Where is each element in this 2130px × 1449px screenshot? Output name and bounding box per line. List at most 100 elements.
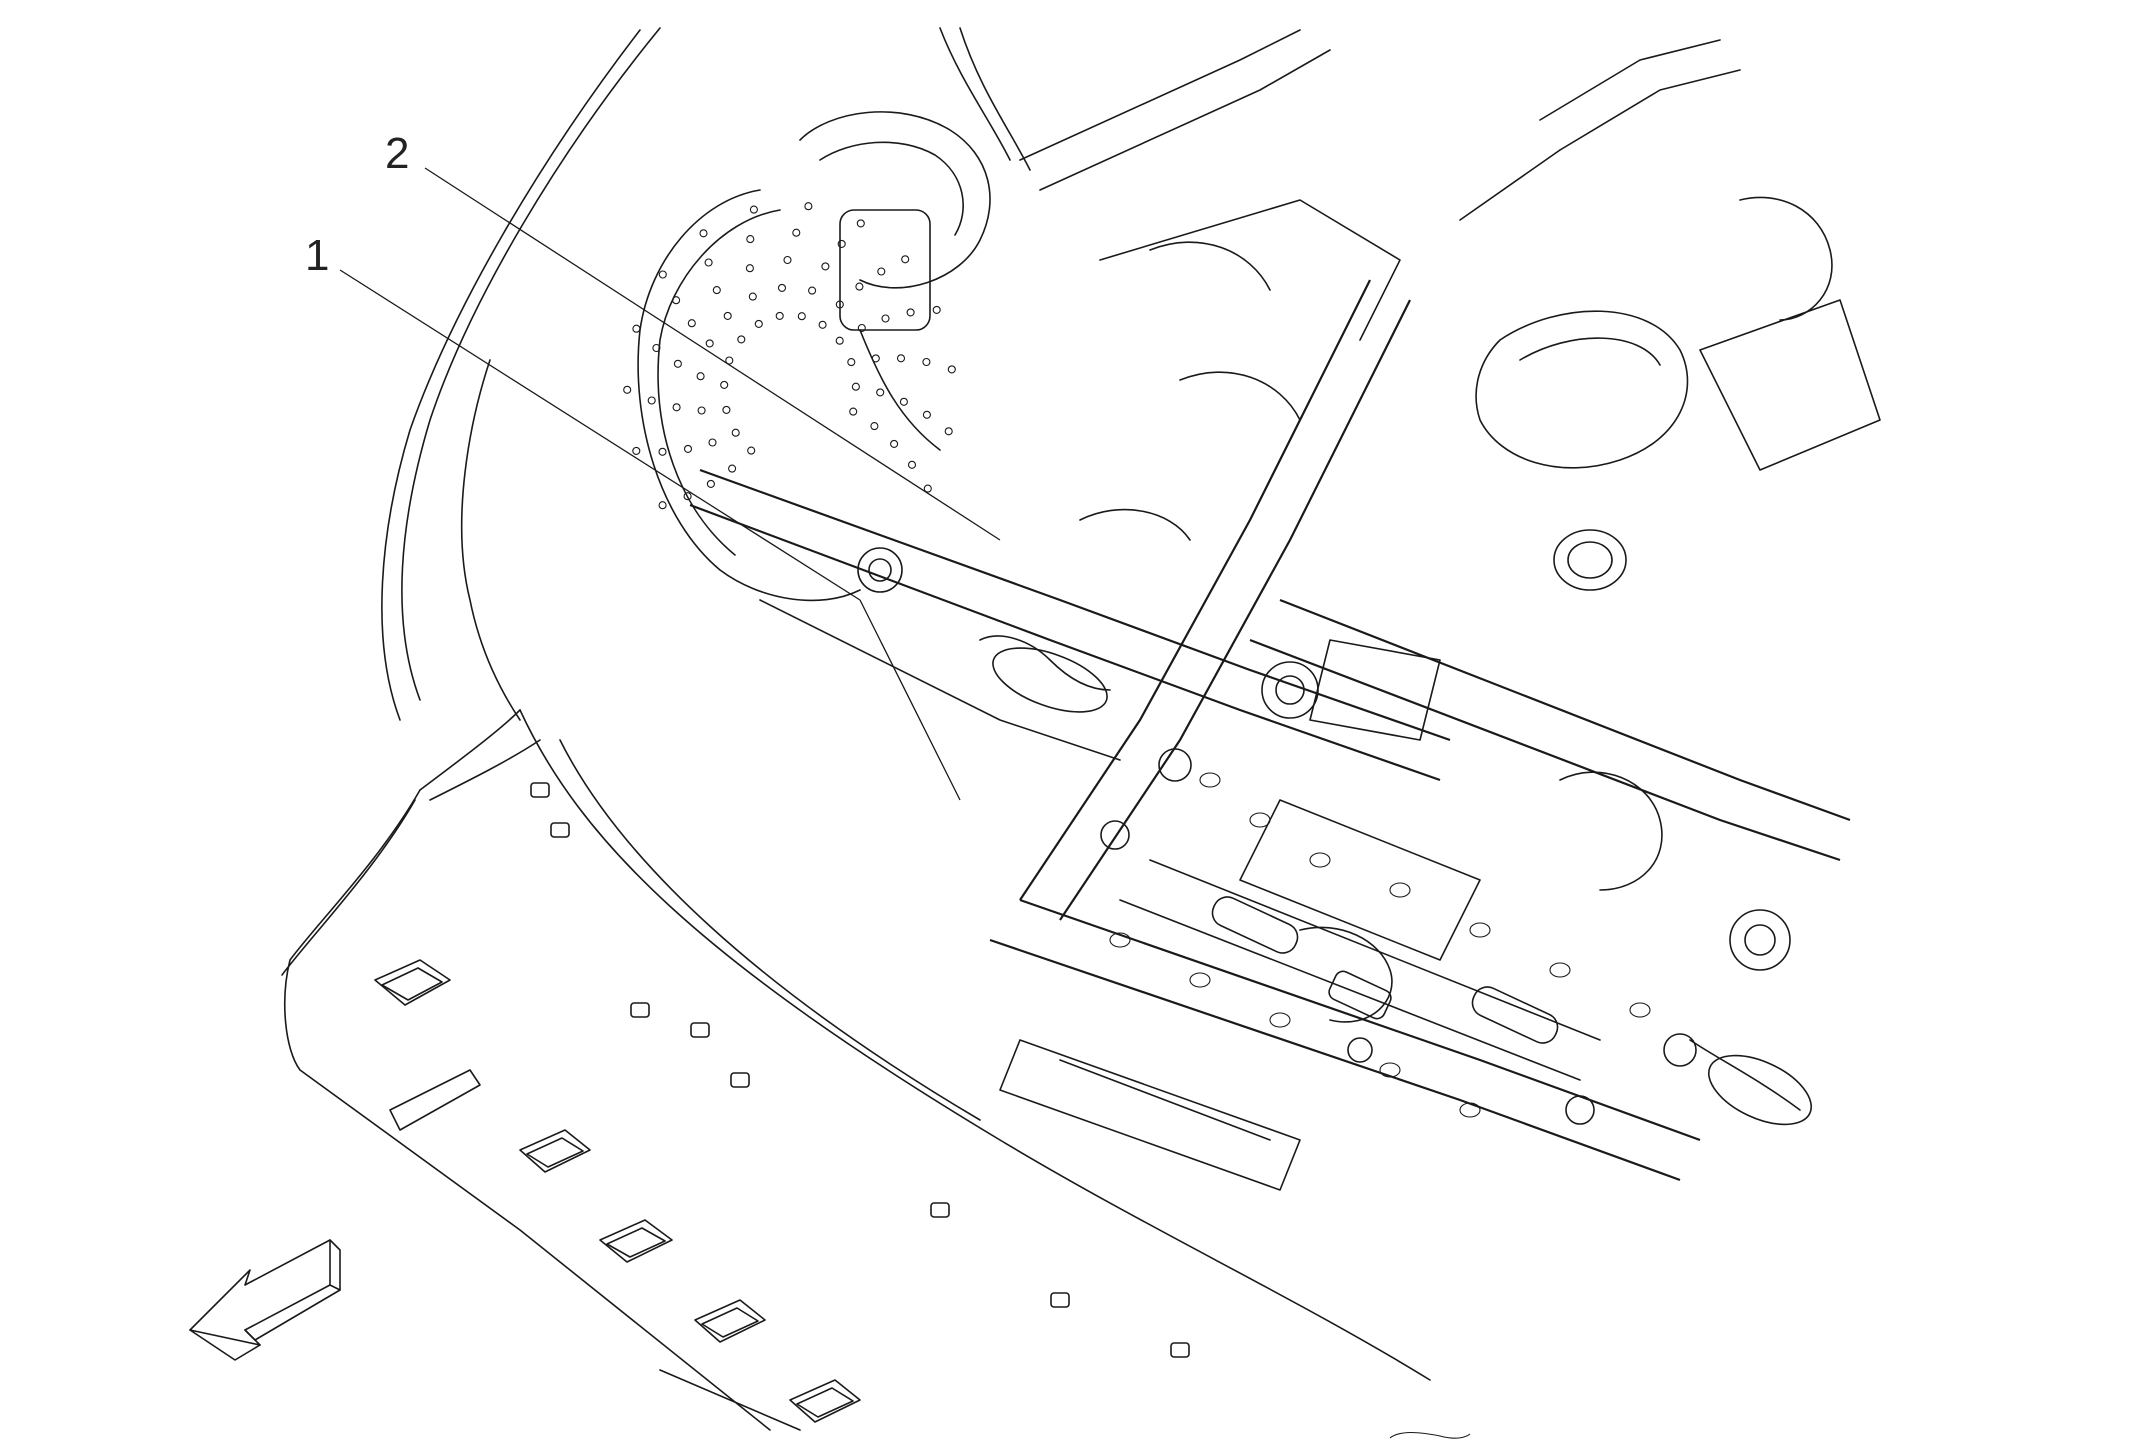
disc-hole	[851, 382, 860, 391]
panel-clip	[550, 822, 570, 838]
body-outline	[381, 27, 1031, 721]
disc-hole	[797, 312, 806, 321]
disc-hole	[687, 319, 696, 328]
disc-hole	[923, 484, 932, 493]
panel-clips	[530, 782, 1190, 1358]
disc-hole	[906, 308, 915, 317]
brake-disc	[623, 189, 956, 602]
disc-hole	[697, 406, 706, 415]
disc-hole	[890, 439, 899, 448]
disc-hole	[658, 447, 667, 456]
disc-hole	[705, 339, 714, 348]
disc-hole	[821, 262, 830, 271]
disc-hole	[704, 258, 713, 267]
disc-hole	[747, 446, 756, 455]
disc-hole	[623, 385, 632, 394]
rail-slot	[1249, 812, 1271, 828]
disc-hole	[922, 410, 931, 419]
engine-bay-components	[999, 639, 1663, 1191]
rail-slot	[1469, 922, 1491, 938]
disc-hole	[725, 356, 734, 365]
disc-hole	[804, 202, 813, 211]
disc-hole	[708, 438, 717, 447]
rail-detail	[1109, 772, 1651, 1118]
steering-rack	[979, 635, 1813, 1126]
rail-slot	[1459, 1102, 1481, 1118]
disc-hole	[847, 358, 856, 367]
disc-hole	[754, 319, 763, 328]
disc-hole	[783, 255, 792, 265]
rail-slot	[1109, 932, 1131, 948]
disc-hole	[723, 311, 732, 320]
front-direction-arrow-icon	[189, 1239, 341, 1361]
disc-hole	[808, 286, 817, 295]
disc-hole	[683, 444, 693, 453]
disc-hole	[652, 343, 661, 353]
rail-slot	[1629, 1002, 1651, 1018]
callout-2: 2	[385, 129, 409, 178]
disc-hole	[792, 228, 801, 237]
callout-leaders	[339, 167, 1001, 801]
disc-hole	[731, 428, 740, 437]
panel-vents	[374, 959, 861, 1423]
upper-chassis	[1019, 29, 1401, 541]
disc-hole	[672, 296, 681, 305]
disc-hole	[728, 464, 737, 473]
suspension-upright	[799, 111, 991, 593]
disc-hole	[896, 354, 906, 363]
disc-hole	[673, 359, 682, 368]
disc-hole	[857, 323, 866, 333]
rail-slot	[1379, 1062, 1401, 1078]
rail-slot	[1309, 852, 1331, 868]
disc-hole	[737, 335, 746, 344]
disc-hole	[932, 305, 941, 314]
disc-hole	[849, 407, 858, 416]
disc-hole	[712, 286, 721, 295]
disc-hole	[748, 292, 757, 301]
disc-hole	[881, 314, 890, 323]
rail-slot	[1389, 882, 1411, 898]
disc-hole	[658, 501, 667, 510]
disc-hole	[907, 460, 917, 469]
rail-slot	[1189, 972, 1211, 988]
disc-hole	[647, 396, 656, 405]
panel-clip	[690, 1022, 710, 1038]
panel-clip	[1170, 1342, 1190, 1358]
disc-hole	[835, 336, 844, 345]
rail-slot	[1199, 772, 1221, 788]
callout-1: 1	[305, 231, 329, 280]
disc-hole	[777, 283, 787, 292]
disc-hole	[720, 380, 729, 389]
panel-clip	[1050, 1292, 1070, 1308]
disc-hole	[632, 324, 641, 333]
disc-hole	[922, 357, 931, 367]
disc-hole	[699, 229, 708, 238]
disc-hole	[745, 264, 754, 273]
subframe-mounts	[1100, 661, 1791, 1125]
disc-hole	[901, 255, 910, 264]
disc-hole	[746, 235, 755, 244]
disc-hole	[876, 388, 885, 397]
rail-slot	[1549, 962, 1571, 978]
disc-hole	[683, 492, 692, 501]
panel-clip	[530, 782, 550, 798]
disc-hole	[855, 282, 864, 291]
disc-hole	[899, 397, 908, 406]
disc-hole	[818, 320, 827, 329]
undertray-panel	[281, 709, 1431, 1431]
disc-hole	[775, 311, 784, 320]
rail-slot	[1269, 1012, 1291, 1028]
panel-clip	[930, 1202, 950, 1218]
disc-hole	[837, 239, 846, 248]
disc-hole	[658, 270, 667, 279]
disc-hole	[947, 365, 956, 374]
disc-hole	[722, 405, 731, 414]
disc-hole	[632, 446, 641, 455]
disc-hole	[706, 479, 715, 488]
disc-hole	[672, 403, 681, 412]
panel-clip	[630, 1002, 650, 1018]
panel-clip	[730, 1072, 750, 1088]
disc-hole	[696, 372, 705, 381]
